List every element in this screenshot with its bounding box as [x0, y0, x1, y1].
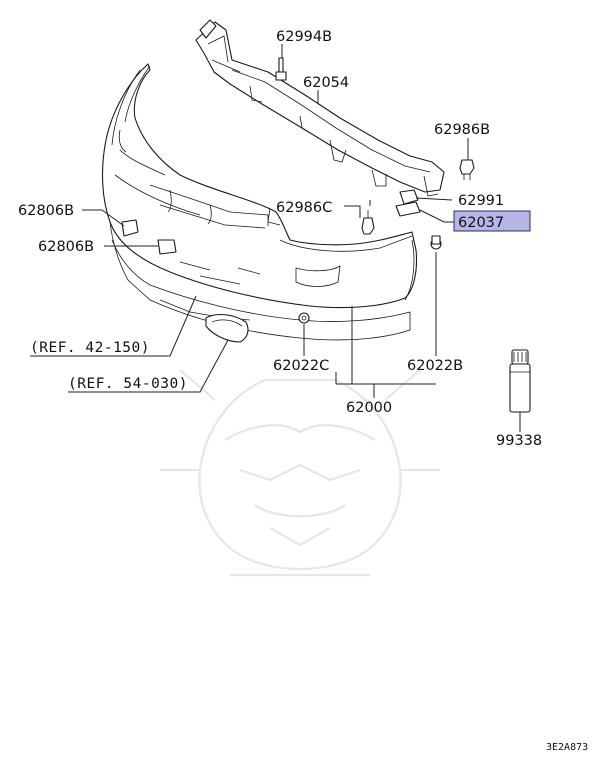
leader-lines [30, 44, 521, 432]
label-62986c: 62986C [276, 200, 332, 216]
paint-bottle-drawing [509, 349, 531, 413]
front-bumper-drawing [101, 63, 418, 341]
label-62806b-upper: 62806B [18, 203, 74, 219]
label-62991: 62991 [458, 193, 504, 209]
diagram-code: 3E2A873 [546, 742, 588, 753]
label-62054: 62054 [303, 75, 349, 91]
label-62022b: 62022B [407, 358, 463, 374]
grille-pieces-drawing [121, 219, 177, 255]
watermark-emblem [160, 369, 440, 577]
label-62000: 62000 [346, 400, 392, 416]
nut-62991-drawing [395, 189, 421, 217]
bolt-62986c-drawing [361, 210, 375, 235]
label-62037: 62037 [458, 215, 504, 231]
label-99338: 99338 [496, 433, 542, 449]
label-62806b-lower: 62806B [38, 239, 94, 255]
label-ref-54-030: (REF. 54-030) [68, 376, 188, 392]
clip-62022c-drawing [298, 312, 310, 324]
label-ref-42-150: (REF. 42-150) [30, 340, 150, 356]
label-62994b: 62994B [276, 29, 332, 45]
highlight-box-62037[interactable] [453, 210, 531, 232]
fog-lamp-cover-drawing [205, 313, 249, 343]
upper-reinforcement-drawing [195, 19, 445, 197]
label-62986b: 62986B [434, 122, 490, 138]
clip-62022b-drawing [430, 235, 442, 250]
bolt-62994b-drawing [275, 57, 287, 81]
bolt-62986b-drawing [459, 159, 475, 180]
label-62022c: 62022C [273, 358, 329, 374]
